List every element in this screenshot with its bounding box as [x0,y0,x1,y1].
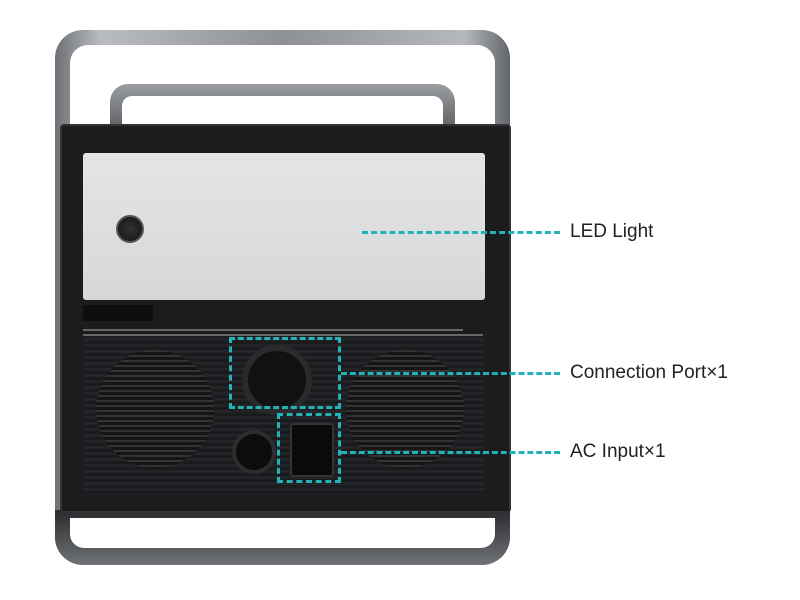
ac-input-port [290,423,334,477]
connection-port-highlight [229,337,341,409]
right-speaker-grille [346,350,464,468]
connection-callout-line [341,372,560,375]
round-port [232,430,276,474]
left-speaker-grille [96,350,214,468]
spec-label [83,305,485,336]
led-light-panel [83,153,485,300]
ac-input-highlight [277,413,341,483]
led-button[interactable] [116,215,144,243]
bottom-gap [70,518,495,548]
ac-callout-line [341,451,560,454]
connection-port-label: Connection Port×1 [570,362,728,383]
led-callout-line [362,231,560,234]
led-light-label: LED Light [570,221,654,242]
ac-input-label: AC Input×1 [570,441,666,462]
connection-port [242,345,312,415]
